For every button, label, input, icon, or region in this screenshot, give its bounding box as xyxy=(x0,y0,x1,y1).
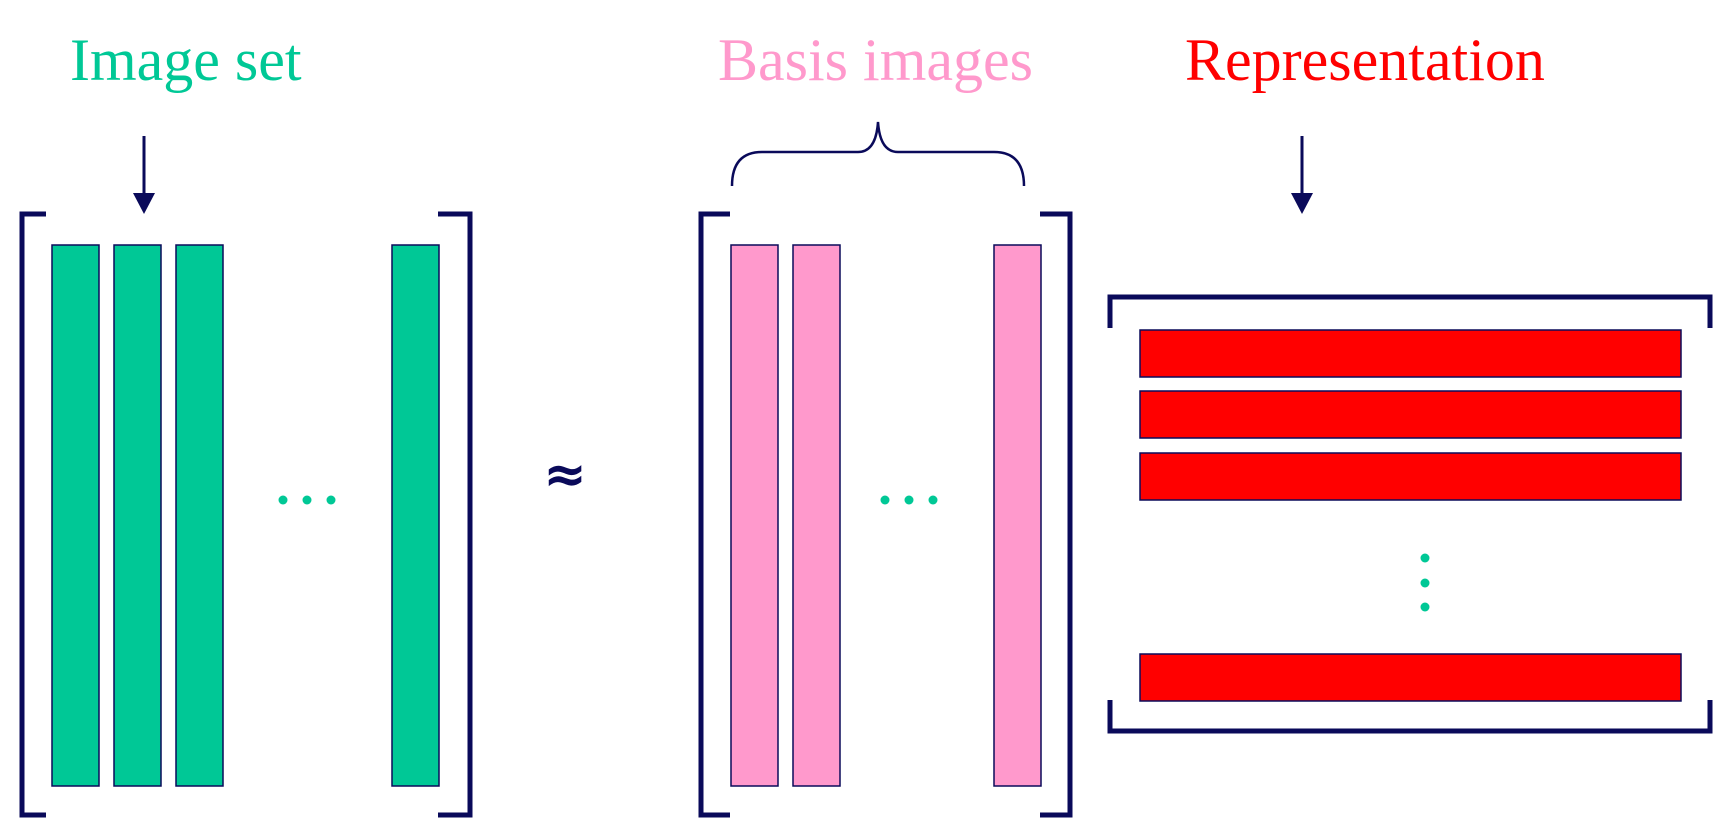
representation-title: Representation xyxy=(1185,27,1545,93)
basis-column xyxy=(792,244,841,787)
representation-bottom-bracket xyxy=(1107,700,1713,734)
basis-ellipsis-icon xyxy=(880,495,938,505)
basis-column xyxy=(730,244,779,787)
approx-symbol: ≈ xyxy=(543,445,587,505)
basis-images-title: Basis images xyxy=(718,27,1033,93)
basis-column xyxy=(993,244,1042,787)
representation-row xyxy=(1139,452,1682,501)
image-set-right-bracket xyxy=(438,211,473,818)
image-column xyxy=(391,244,440,787)
representation-row xyxy=(1139,390,1682,439)
representation-row xyxy=(1139,329,1682,378)
image-set-ellipsis-icon xyxy=(278,495,336,505)
image-column xyxy=(113,244,162,787)
image-column xyxy=(175,244,224,787)
representation-row xyxy=(1139,653,1682,702)
image-column xyxy=(51,244,100,787)
basis-curly-brace-icon xyxy=(730,121,1026,187)
representation-vertical-ellipsis-icon xyxy=(1420,553,1430,612)
basis-left-bracket xyxy=(698,211,730,818)
image-set-left-bracket xyxy=(19,211,46,818)
representation-down-arrow-icon xyxy=(1291,136,1313,214)
image-set-title: Image set xyxy=(70,27,302,93)
image-set-down-arrow-icon xyxy=(133,136,155,214)
representation-top-bracket xyxy=(1107,294,1713,328)
basis-right-bracket xyxy=(1040,211,1073,818)
